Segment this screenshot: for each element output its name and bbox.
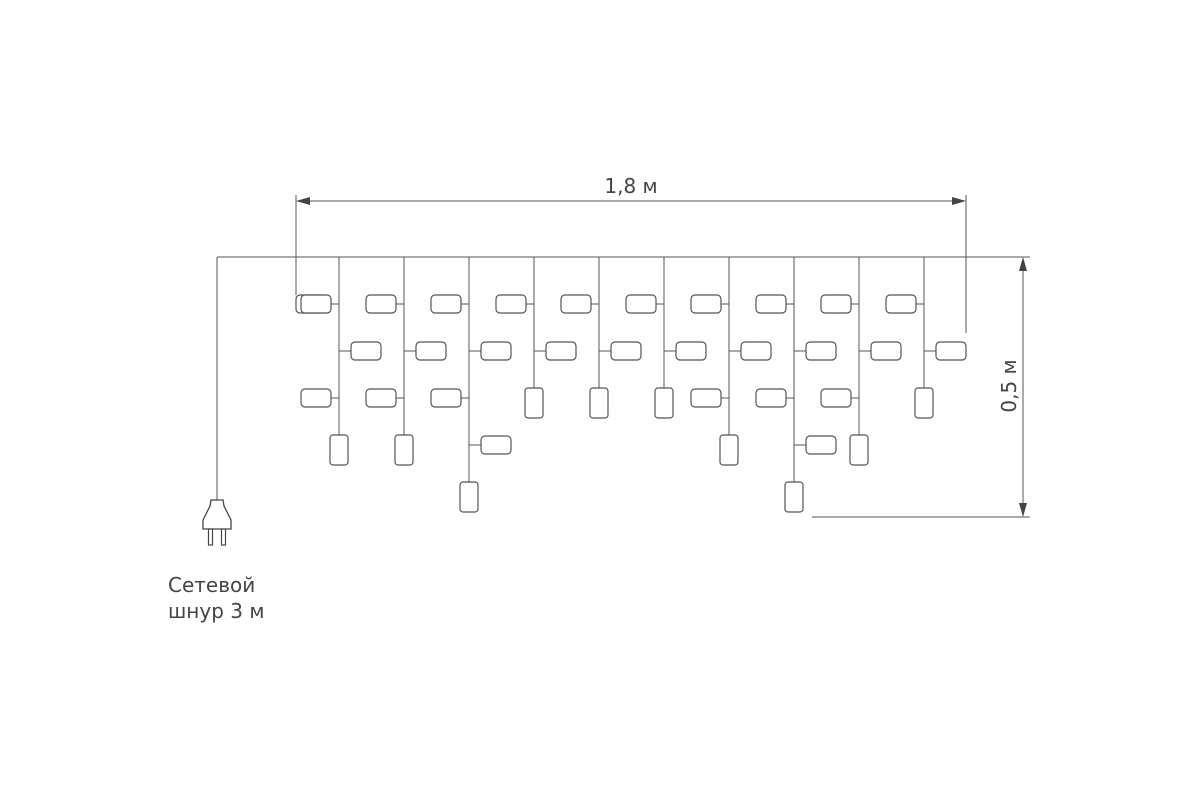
width-arrow-right-icon (952, 197, 966, 205)
bulb-end (329, 434, 349, 466)
bulb-end (849, 434, 869, 466)
bulb (820, 388, 852, 408)
bulb (755, 388, 787, 408)
bulb (805, 341, 837, 361)
bulb (430, 294, 462, 314)
power-cord-caption: Сетевой шнур 3 м (168, 572, 264, 624)
height-arrow-top-icon (1019, 257, 1027, 271)
bulb (300, 388, 332, 408)
power-cord-caption-line2: шнур 3 м (168, 599, 265, 623)
bulb (300, 294, 332, 314)
bulb (415, 341, 447, 361)
width-arrow-left-icon (296, 197, 310, 205)
bulb (820, 294, 852, 314)
bulb (365, 294, 397, 314)
width-dimension-label: 1,8 м (604, 174, 657, 198)
bulb (740, 341, 772, 361)
bulb (365, 388, 397, 408)
bulb (690, 294, 722, 314)
bulb (480, 435, 512, 455)
power-plug-icon (202, 499, 232, 546)
bulb (870, 341, 902, 361)
bulb (495, 294, 527, 314)
bulb (610, 341, 642, 361)
height-dimension: 0,5 м (812, 256, 1030, 518)
bulb (690, 388, 722, 408)
bulb-end (654, 387, 674, 419)
bulb-end (914, 387, 934, 419)
height-dimension-label: 0,5 м (997, 359, 1021, 412)
bulb (350, 341, 382, 361)
garland-bulbs (295, 294, 967, 513)
bulb-end (784, 481, 804, 513)
bulb-end (459, 481, 479, 513)
bulb-end (394, 434, 414, 466)
power-cord (202, 257, 232, 546)
bulb (675, 341, 707, 361)
bulb (560, 294, 592, 314)
bulb (885, 294, 917, 314)
power-cord-caption-line1: Сетевой (168, 573, 256, 597)
bulb (430, 388, 462, 408)
bulb (545, 341, 577, 361)
bulb-end (719, 434, 739, 466)
bulb (805, 435, 837, 455)
bulb (935, 341, 967, 361)
bulb-end (524, 387, 544, 419)
bulb (480, 341, 512, 361)
width-dimension: 1,8 м (295, 174, 967, 333)
garland-wires (217, 256, 989, 482)
bulb (755, 294, 787, 314)
bulb (625, 294, 657, 314)
bulb-end (589, 387, 609, 419)
height-arrow-bottom-icon (1019, 503, 1027, 517)
